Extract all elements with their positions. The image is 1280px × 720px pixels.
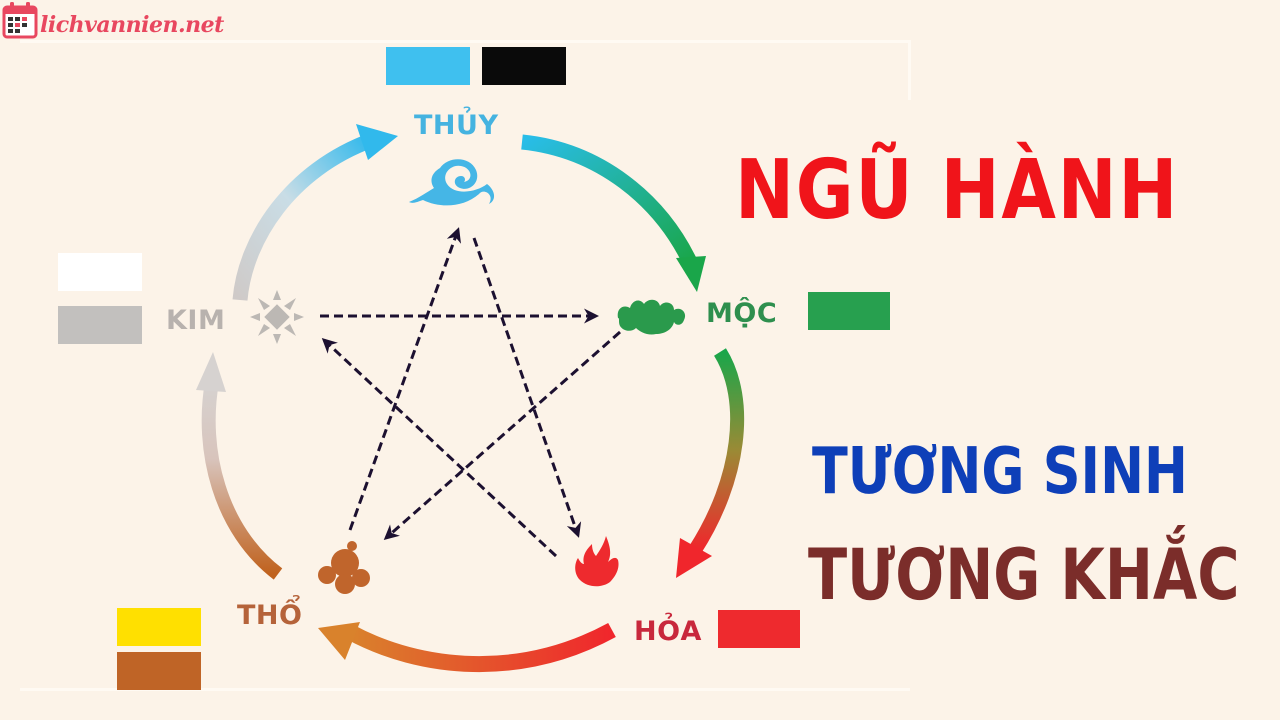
overcoming-cycle [320,227,621,558]
fire-flame-icon [575,536,619,587]
subtitle-tuong-khac: TƯƠNG KHẮC [808,534,1240,616]
swatch-tho-1 [117,608,201,646]
main-title: NGŨ HÀNH [735,143,1180,238]
swatch-hoa-1 [718,610,800,648]
generating-cycle [196,124,745,673]
element-label-moc: MỘC [706,298,778,329]
swatch-moc-1 [808,292,890,330]
earth-clod-icon [318,541,370,594]
water-wave-icon [409,159,495,206]
element-label-thuy: THỦY [414,110,499,141]
calendar-icon [2,1,38,44]
frame-bottom [20,688,910,691]
swatch-thuy-1 [386,47,470,85]
frame-top [20,40,910,43]
metal-star-icon [250,290,304,344]
subtitle-tuong-sinh: TƯƠNG SINH [812,435,1188,509]
element-label-hoa: HỎA [634,616,702,647]
swatch-tho-2 [117,652,201,690]
swatch-thuy-2 [482,47,566,85]
swatch-kim-1 [58,253,142,291]
frame-right [908,40,911,100]
site-name: lichvannien.net [40,12,224,38]
site-logo[interactable]: lichvannien.net [2,1,224,44]
element-label-tho: THỔ [237,600,303,631]
wood-dragon-icon [617,299,686,335]
element-label-kim: KIM [166,305,226,336]
swatch-kim-2 [58,306,142,344]
